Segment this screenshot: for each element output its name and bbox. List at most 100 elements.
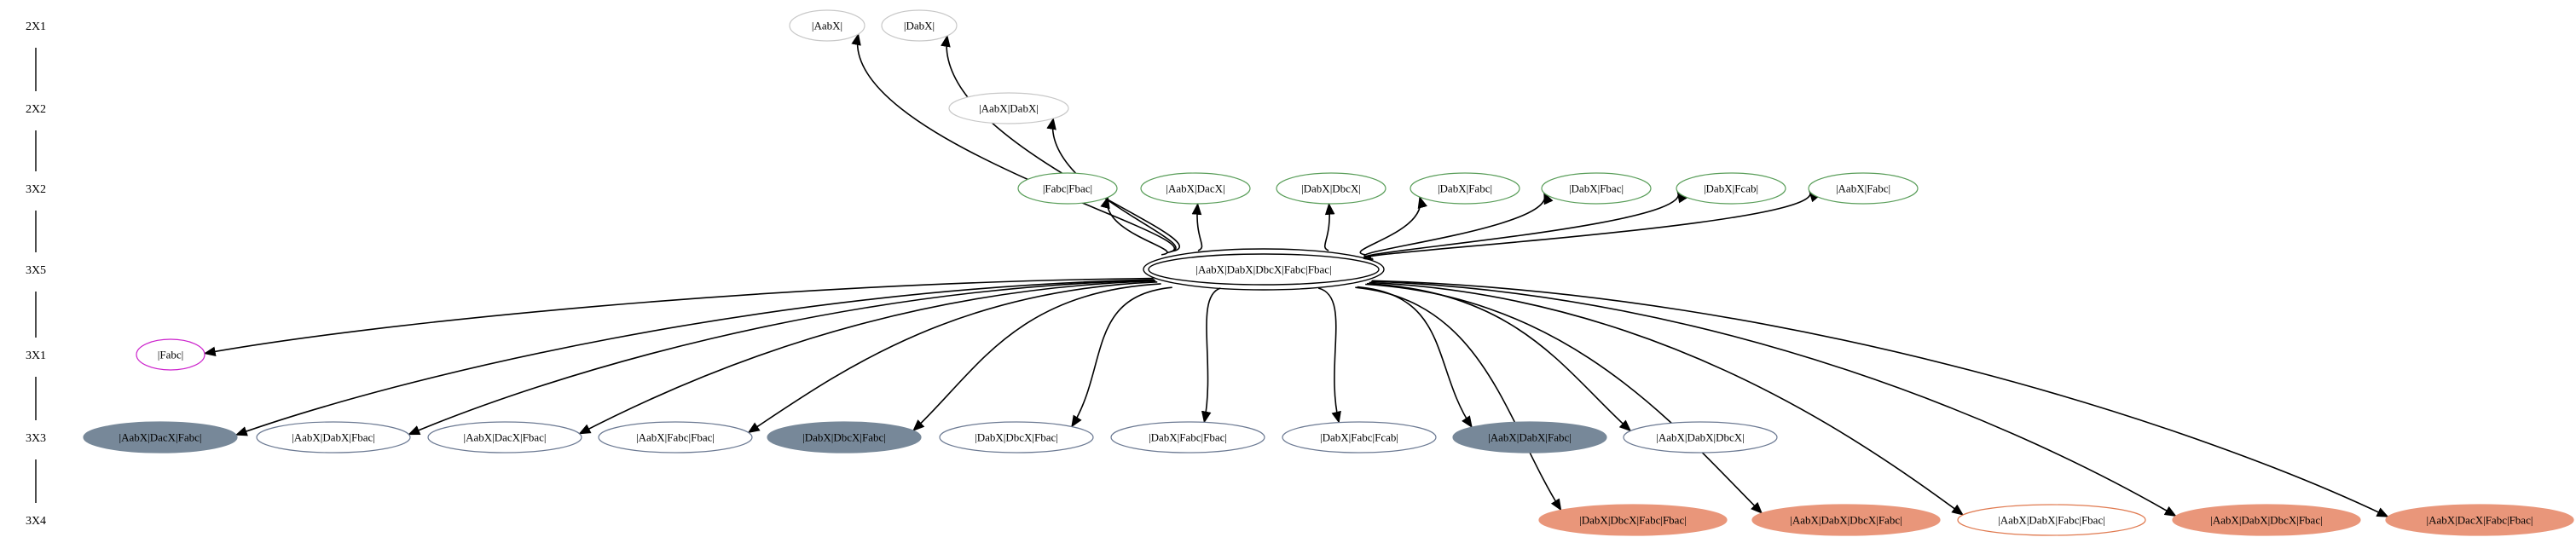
node-n11[interactable]: |Fabc| — [136, 338, 206, 371]
node-n19[interactable]: |DabX|Fabc|Fcab| — [1282, 421, 1437, 453]
node-label: |AabX|DabX|DbcX| — [1656, 431, 1745, 444]
node-label: |AabX| — [812, 20, 842, 32]
node-ellipse — [1751, 504, 1941, 536]
edge-n7 — [1359, 195, 1427, 256]
node-ellipse — [1282, 421, 1437, 453]
edge-n25 — [1370, 280, 2177, 517]
node-ellipse — [2172, 504, 2361, 536]
node-label: |DabX|Fcab| — [1704, 182, 1758, 195]
node-ellipse — [256, 421, 411, 453]
node-ellipse — [1538, 504, 1728, 536]
node-ellipse — [1110, 421, 1265, 453]
node-n23[interactable]: |AabX|DabX|DbcX|Fabc| — [1751, 504, 1941, 536]
node-label: |AabX|Fabc| — [1836, 182, 1890, 195]
node-label: |AabX|Fabc|Fbac| — [636, 431, 715, 444]
node-ellipse — [939, 421, 1094, 453]
node-n5[interactable]: |AabX|DacX| — [1140, 172, 1251, 205]
edge-n10 — [1363, 189, 1821, 261]
edge-n1 — [851, 32, 1176, 254]
node-label: |Fabc| — [158, 349, 183, 361]
node-ellipse — [2385, 504, 2574, 536]
edge-n16 — [912, 283, 1161, 431]
node-label: |AabX|DabX|DbcX|Fabc|Fbac| — [1195, 263, 1331, 276]
node-ellipse — [83, 421, 238, 453]
edge-n5 — [1191, 202, 1203, 251]
rank-label: 3X2 — [26, 183, 46, 196]
edge-n20 — [1357, 286, 1473, 429]
node-n13[interactable]: |AabX|DabX|Fbac| — [256, 421, 411, 453]
edge-n26 — [1372, 280, 2389, 517]
node-ellipse — [1452, 421, 1607, 453]
node-n25[interactable]: |AabX|DabX|DbcX|Fbac| — [2172, 504, 2361, 536]
node-ellipse — [598, 421, 753, 453]
node-label: |DabX|Fbac| — [1569, 182, 1624, 195]
rank-label: 3X3 — [26, 432, 46, 445]
edge-n6 — [1324, 202, 1335, 251]
node-n21[interactable]: |AabX|DabX|DbcX| — [1623, 421, 1778, 453]
nodes: |AabX| |DabX| |AabX|DabX| |Fabc|Fbac| |AabX|… — [83, 9, 2574, 536]
edge-n21 — [1367, 282, 1632, 432]
node-n12[interactable]: |AabX|DacX|Fabc| — [83, 421, 238, 453]
node-label: |AabX|DabX|Fabc|Fbac| — [1998, 514, 2105, 527]
node-n17[interactable]: |DabX|DbcX|Fbac| — [939, 421, 1094, 453]
node-n10[interactable]: |AabX|Fabc| — [1808, 172, 1919, 205]
node-ellipse — [1140, 172, 1251, 205]
node-n24[interactable]: |AabX|DabX|Fabc|Fbac| — [1957, 504, 2146, 536]
node-ellipse — [136, 338, 206, 371]
node-ellipse — [1808, 172, 1919, 205]
node-ellipse — [1143, 248, 1385, 291]
center-node[interactable]: |AabX|DabX|DbcX|Fabc|Fbac| — [1143, 248, 1385, 291]
node-ellipse — [881, 9, 958, 42]
node-ellipse — [1148, 253, 1380, 286]
node-n9[interactable]: |DabX|Fcab| — [1676, 172, 1786, 205]
node-n15[interactable]: |AabX|Fabc|Fbac| — [598, 421, 753, 453]
edge-n2 — [941, 34, 1181, 252]
edge-n9 — [1363, 190, 1687, 260]
node-label: |DabX| — [904, 20, 935, 32]
node-n1[interactable]: |AabX| — [789, 9, 865, 42]
node-label: |AabX|DabX|DbcX|Fabc| — [1790, 514, 1902, 527]
node-ellipse — [1623, 421, 1778, 453]
node-ellipse — [1410, 172, 1520, 205]
node-n3[interactable]: |AabX|DabX| — [948, 92, 1069, 124]
edge-n22 — [1355, 286, 1562, 511]
node-label: |AabX|DabX|Fbac| — [292, 431, 375, 444]
node-label: |AabX|DacX| — [1166, 182, 1224, 195]
node-n7[interactable]: |DabX|Fabc| — [1410, 172, 1520, 205]
node-label: |Fabc|Fbac| — [1043, 182, 1092, 195]
edge-n18 — [1201, 287, 1221, 424]
node-n6[interactable]: |DabX|DbcX| — [1276, 172, 1386, 205]
rank-label: 2X2 — [26, 103, 46, 116]
rank-label: 3X1 — [26, 349, 46, 362]
node-label: |AabX|DacX|Fabc|Fbac| — [2427, 514, 2533, 527]
node-n4[interactable]: |Fabc|Fbac| — [1017, 172, 1118, 205]
node-n20[interactable]: |AabX|DabX|Fabc| — [1452, 421, 1607, 453]
edge-n19 — [1317, 287, 1341, 424]
node-n22[interactable]: |DabX|DbcX|Fabc|Fbac| — [1538, 504, 1728, 536]
node-label: |DabX|Fabc|Fbac| — [1149, 431, 1227, 444]
node-label: |DabX|DbcX|Fabc| — [802, 431, 886, 444]
node-label: |DabX|DbcX| — [1301, 182, 1361, 195]
node-n2[interactable]: |DabX| — [881, 9, 958, 42]
rank-label: 3X4 — [26, 515, 46, 528]
node-n8[interactable]: |DabX|Fbac| — [1541, 172, 1652, 205]
edge-n11 — [203, 277, 1154, 357]
node-label: |AabX|DabX| — [979, 102, 1039, 115]
node-ellipse — [1541, 172, 1652, 205]
node-n26[interactable]: |AabX|DacX|Fabc|Fbac| — [2385, 504, 2574, 536]
node-label: |DabX|DbcX|Fabc|Fbac| — [1579, 514, 1687, 527]
node-label: |AabX|DabX|Fabc| — [1488, 431, 1572, 444]
edge-n14 — [578, 280, 1156, 435]
node-ellipse — [427, 421, 582, 453]
edge-n12 — [234, 279, 1155, 436]
node-ellipse — [1676, 172, 1786, 205]
node-n18[interactable]: |DabX|Fabc|Fbac| — [1110, 421, 1265, 453]
node-n16[interactable]: |DabX|DbcX|Fabc| — [767, 421, 922, 453]
node-ellipse — [1017, 172, 1118, 205]
edge-n13 — [408, 279, 1155, 436]
node-n14[interactable]: |AabX|DacX|Fbac| — [427, 421, 582, 453]
node-label: |DabX|Fabc|Fcab| — [1320, 431, 1398, 444]
node-label: |DabX|Fabc| — [1438, 182, 1492, 195]
